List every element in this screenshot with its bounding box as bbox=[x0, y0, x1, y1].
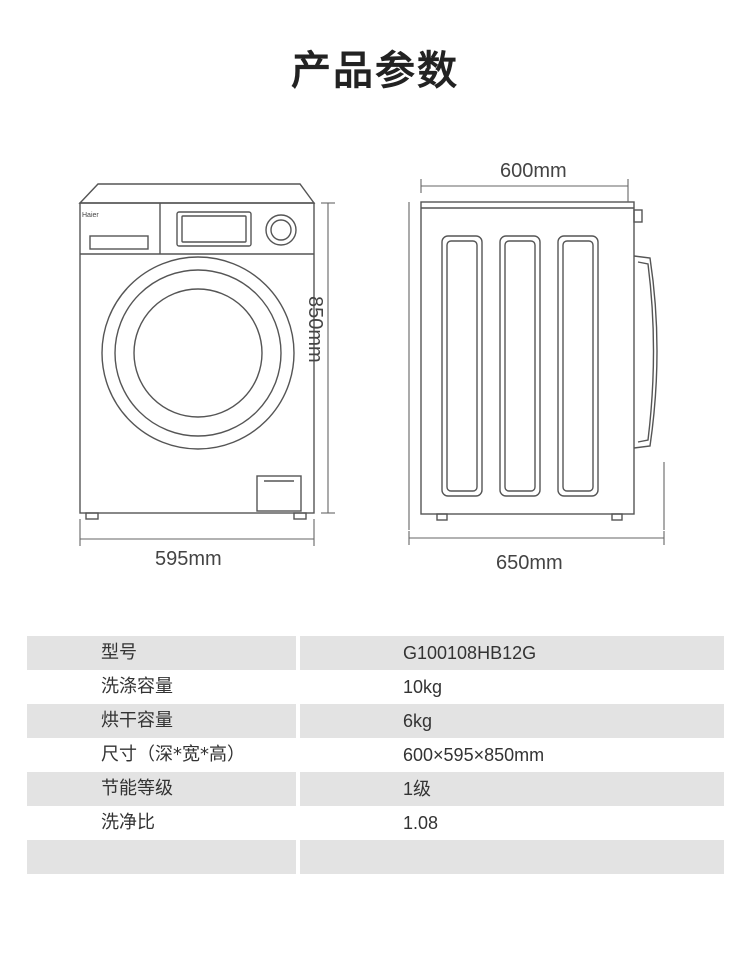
spec-value: 1.08 bbox=[403, 813, 439, 833]
spec-value: G100108HB12G bbox=[300, 636, 724, 670]
page-title: 产品参数 bbox=[291, 48, 459, 94]
spec-label: 洗净比 bbox=[101, 812, 155, 833]
spec-row-wash-ratio: 洗净比 1.08 bbox=[27, 806, 724, 840]
dimension-lines bbox=[79, 179, 665, 546]
spec-row-energy-grade: 节能等级 1级 bbox=[27, 772, 724, 806]
brand-logo: Haier bbox=[82, 212, 99, 219]
spec-value bbox=[300, 840, 724, 874]
spec-label bbox=[27, 840, 296, 874]
front-width-label: 595mm bbox=[155, 548, 222, 570]
spec-label: 烘干容量 bbox=[27, 704, 296, 738]
front-height-label: 850mm bbox=[304, 296, 326, 363]
spec-value: 6kg bbox=[300, 704, 724, 738]
spec-label: 洗涤容量 bbox=[101, 676, 173, 697]
spec-label: 尺寸（深*宽*高） bbox=[101, 744, 245, 765]
spec-table: 型号 G100108HB12G 洗涤容量 10kg 烘干容量 6kg 尺寸（深*… bbox=[27, 636, 724, 874]
side-top-width-label: 600mm bbox=[500, 160, 567, 182]
spec-row-dry-capacity: 烘干容量 6kg bbox=[27, 704, 724, 738]
spec-value: 10kg bbox=[403, 677, 443, 697]
spec-label: 型号 bbox=[27, 636, 296, 670]
side-view-washer bbox=[420, 201, 658, 521]
spec-row-model: 型号 G100108HB12G bbox=[27, 636, 724, 670]
side-depth-label: 650mm bbox=[496, 552, 563, 574]
spec-value: 600×595×850mm bbox=[403, 745, 545, 765]
spec-row-dimensions: 尺寸（深*宽*高） 600×595×850mm bbox=[27, 738, 724, 772]
spec-row-empty bbox=[27, 840, 724, 874]
spec-value: 1级 bbox=[300, 772, 724, 806]
front-view-washer bbox=[78, 183, 316, 520]
spec-row-wash-capacity: 洗涤容量 10kg bbox=[27, 670, 724, 704]
dimension-diagram: Haier bbox=[78, 179, 665, 546]
spec-label: 节能等级 bbox=[27, 772, 296, 806]
